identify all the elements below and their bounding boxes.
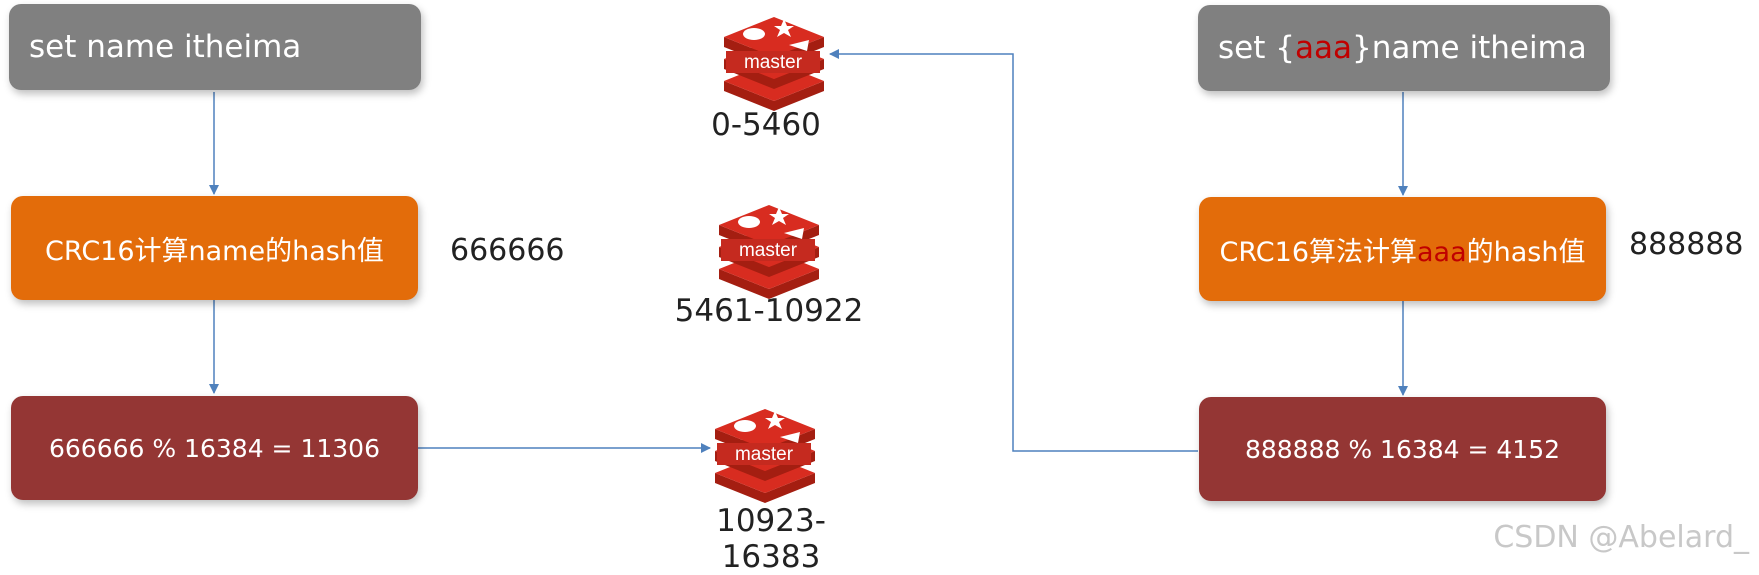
right-command-text: set {aaa}name itheima: [1218, 30, 1587, 66]
left-result-box: 666666 % 16384 = 11306: [11, 396, 418, 500]
master-label-3: master: [735, 444, 794, 465]
master-label-2: master: [739, 240, 798, 261]
redis-master-icon-2: master: [719, 205, 819, 299]
left-result-text: 666666 % 16384 = 11306: [49, 433, 380, 463]
right-result-text: 888888 % 16384 = 4152: [1244, 434, 1561, 464]
right-command-box: set {aaa}name itheima: [1198, 5, 1610, 91]
master-label-1: master: [744, 52, 803, 73]
right-result-box: 888888 % 16384 = 4152: [1199, 397, 1606, 501]
right-hash-value: 888888: [1629, 227, 1744, 262]
left-hash-value: 666666: [450, 233, 565, 268]
left-compute-box: CRC16计算name的hash值: [11, 196, 418, 300]
master-slots-3: 10923-16383: [716, 503, 826, 575]
master-slots-1: 0-5460: [711, 107, 821, 143]
redis-master-icon-3: master: [715, 409, 815, 503]
arrow-right-to-master1: [829, 49, 1198, 452]
left-command-box: set name itheima: [9, 4, 421, 90]
watermark: CSDN @Abelard_: [1493, 520, 1749, 555]
left-command-text: set name itheima: [29, 29, 302, 65]
right-compute-box: CRC16算法计算aaa的hash值: [1199, 197, 1606, 301]
right-compute-text: CRC16算法计算aaa的hash值: [1219, 236, 1586, 268]
left-compute-text: CRC16计算name的hash值: [45, 235, 384, 267]
master-slots-2: 5461-10922: [674, 293, 864, 329]
redis-master-icon-1: master: [724, 17, 824, 111]
